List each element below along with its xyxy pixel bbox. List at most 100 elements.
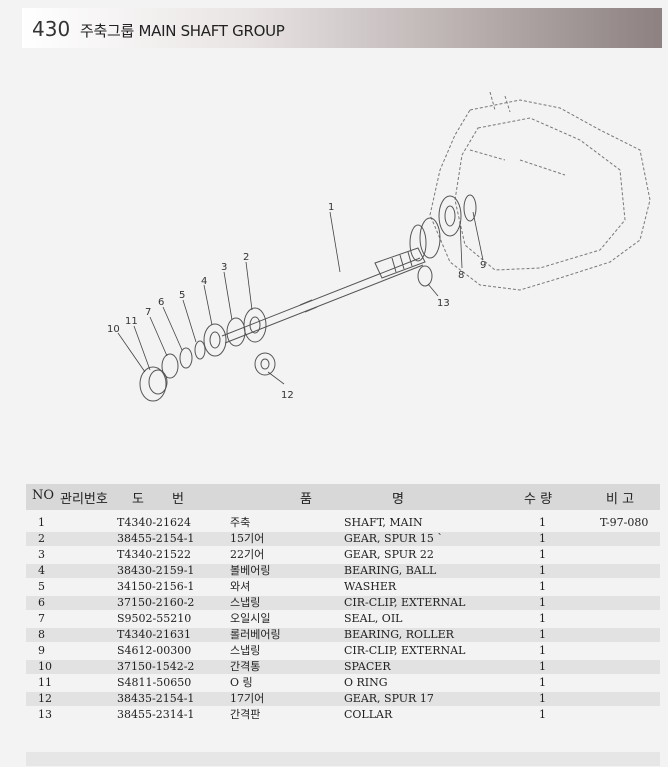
cell-english-name: COLLAR <box>344 708 393 721</box>
cell-korean-name: 간격통 <box>230 660 261 673</box>
cell-qty: 1 <box>539 644 546 657</box>
table-row-band <box>26 564 660 578</box>
shaft-gear-front <box>409 224 427 262</box>
header-mgmt-number: 관리번호 <box>60 492 108 507</box>
cell-no: 12 <box>38 692 52 705</box>
table-row-band <box>26 692 660 706</box>
cell-qty: 1 <box>539 660 546 673</box>
gear-22 <box>226 317 246 347</box>
exploded-diagram: 1 2 3 4 5 6 7 8 9 10 11 12 13 <box>107 91 651 402</box>
cell-part-number: 37150-2160-2 <box>117 596 195 609</box>
spacer <box>139 366 167 402</box>
callout-7: 7 <box>145 307 151 318</box>
cell-part-number: 38430-2159-1 <box>117 564 195 577</box>
cell-korean-name: 스냅링 <box>230 596 261 609</box>
cell-no: 3 <box>38 548 45 561</box>
cell-qty: 1 <box>539 692 546 705</box>
cell-no: 10 <box>38 660 52 673</box>
cell-english-name: SHAFT, MAIN <box>344 516 423 529</box>
callout-3: 3 <box>221 262 227 273</box>
cell-korean-name: 스냅링 <box>230 644 261 657</box>
housing-outline <box>429 91 651 291</box>
cell-qty: 1 <box>539 516 546 529</box>
table-row-band <box>26 628 660 642</box>
cell-no: 1 <box>38 516 45 529</box>
callout-1: 1 <box>328 202 334 213</box>
cell-qty: 1 <box>539 708 546 721</box>
cell-korean-name: 15기어 <box>230 532 265 545</box>
cell-english-name: CIR-CLIP, EXTERNAL <box>344 644 466 657</box>
main-shaft <box>221 247 426 344</box>
cell-no: 9 <box>38 644 45 657</box>
cell-qty: 1 <box>539 628 546 641</box>
cell-qty: 1 <box>539 612 546 625</box>
callout-13: 13 <box>437 298 450 309</box>
cell-qty: 1 <box>539 532 546 545</box>
cell-korean-name: 간격판 <box>230 708 261 721</box>
cell-korean-name: 17기어 <box>230 692 265 705</box>
cell-part-number: S9502-55210 <box>117 612 192 625</box>
oil-seal <box>161 353 179 379</box>
cell-part-number: S4612-00300 <box>117 644 192 657</box>
circlip-6 <box>179 347 193 369</box>
cell-no: 13 <box>38 708 52 721</box>
header-no: NO <box>32 488 55 503</box>
callout-4: 4 <box>201 276 207 287</box>
cell-korean-name: 22기어 <box>230 548 265 561</box>
circlip-9 <box>463 194 477 222</box>
cell-part-number: 38455-2314-1 <box>117 708 195 721</box>
cell-no: 7 <box>38 612 45 625</box>
cell-part-number: T4340-21631 <box>117 628 192 641</box>
cell-part-number: 38435-2154-1 <box>117 692 195 705</box>
cell-english-name: GEAR, SPUR 15 ` <box>344 532 443 545</box>
gear-15 <box>243 307 267 343</box>
callout-2: 2 <box>243 252 249 263</box>
header-drawing-2: 번 <box>172 492 184 507</box>
header-qty: 수 량 <box>524 492 553 507</box>
cell-korean-name: 주축 <box>230 516 251 529</box>
washer <box>194 340 206 360</box>
cell-english-name: GEAR, SPUR 22 <box>344 548 434 561</box>
page-number: 430 <box>32 17 71 41</box>
roller-bearing <box>438 195 462 237</box>
cell-part-number: 38455-2154-1 <box>117 532 195 545</box>
header-remark: 비 고 <box>606 492 635 507</box>
cell-part-number: S4811-50650 <box>117 676 192 689</box>
cell-korean-name: O 링 <box>230 676 253 689</box>
header-item-1: 품 <box>300 492 312 507</box>
cell-korean-name: 롤러베어링 <box>230 628 281 641</box>
callout-10: 10 <box>107 324 120 335</box>
table-row-band <box>26 532 660 546</box>
cell-english-name: SEAL, OIL <box>344 612 403 625</box>
cell-qty: 1 <box>539 580 546 593</box>
cell-english-name: O RING <box>344 676 388 689</box>
cell-no: 5 <box>38 580 45 593</box>
cell-korean-name: 와셔 <box>230 580 251 593</box>
table-row-band <box>26 596 660 610</box>
cell-korean-name: 오일시일 <box>230 612 271 625</box>
cell-no: 11 <box>38 676 52 689</box>
header-item-2: 명 <box>392 492 404 507</box>
shaft-gear-rear <box>419 217 441 259</box>
footer-band <box>26 752 660 766</box>
cell-qty: 1 <box>539 548 546 561</box>
cell-remark: T-97-080 <box>600 516 649 529</box>
page-title: 주축그룹 MAIN SHAFT GROUP <box>80 22 285 40</box>
cell-no: 2 <box>38 532 45 545</box>
cell-english-name: BEARING, ROLLER <box>344 628 454 641</box>
callout-6: 6 <box>158 297 164 308</box>
cell-qty: 1 <box>539 564 546 577</box>
cell-english-name: BEARING, BALL <box>344 564 437 577</box>
cell-english-name: WASHER <box>344 580 397 593</box>
parts-table-header <box>26 484 660 510</box>
cell-qty: 1 <box>539 596 546 609</box>
cell-qty: 1 <box>539 676 546 689</box>
cell-part-number: T4340-21522 <box>117 548 192 561</box>
table-row-band <box>26 660 660 674</box>
cell-part-number: 37150-1542-2 <box>117 660 195 673</box>
cell-no: 8 <box>38 628 45 641</box>
ball-bearing <box>203 323 227 357</box>
gear-17 <box>254 352 276 376</box>
header-drawing-1: 도 <box>132 492 144 507</box>
cell-english-name: SPACER <box>344 660 391 673</box>
